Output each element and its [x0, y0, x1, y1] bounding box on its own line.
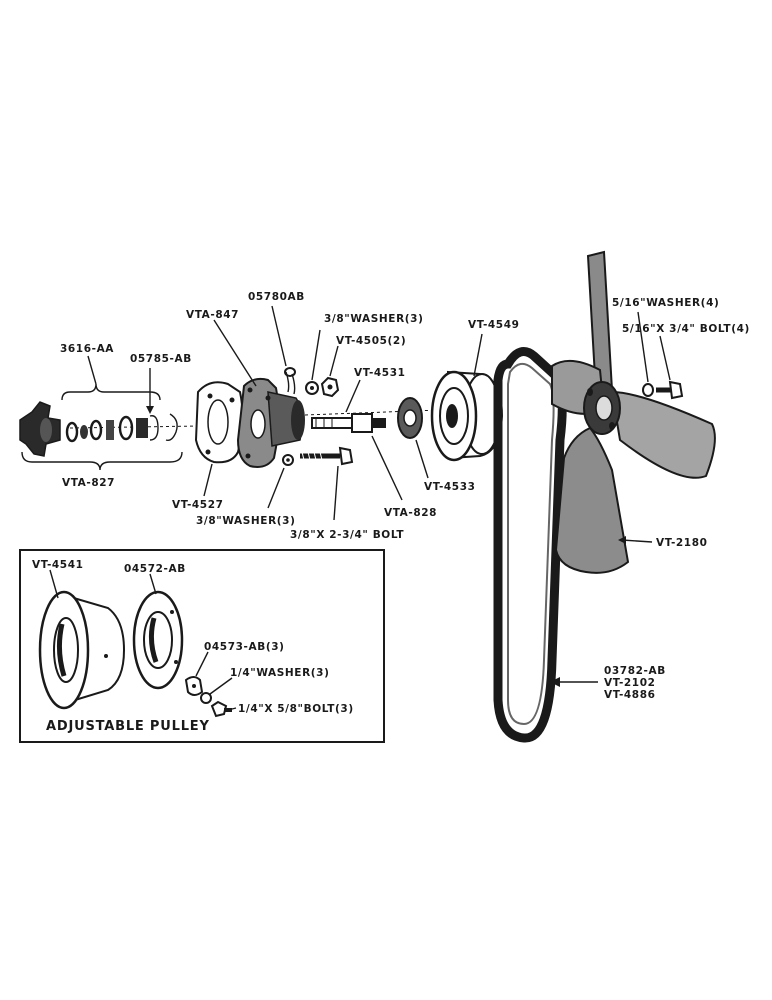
label-inset-clip: 04573-AB(3)	[204, 641, 285, 653]
label-fan: VT-2180	[656, 537, 708, 549]
inset-bolt	[210, 700, 232, 718]
leader-bolt-long	[333, 465, 339, 521]
leader-vt-4505	[329, 345, 339, 377]
label-spacer: VT-4533	[424, 481, 476, 493]
label-washer-upper: 3/8"WASHER(3)	[324, 313, 423, 325]
pulley-half-b	[132, 590, 184, 690]
shaft	[311, 413, 386, 433]
inset-clip	[184, 676, 204, 696]
leader-washer-upper	[311, 329, 321, 381]
inset-title: ADJUSTABLE PULLEY	[46, 719, 210, 734]
leader-pulley-half-a	[49, 569, 59, 599]
leader-fan-bolt	[659, 335, 671, 381]
label-bolt-long: 3/8"X 2-3/4" BOLT	[290, 529, 404, 541]
fan-blade-right	[610, 390, 716, 479]
leader-fan-washer	[637, 311, 649, 383]
label-inset-bolt: 1/4"X 5/8"BOLT(3)	[238, 703, 354, 715]
label-pulley: VT-4549	[468, 319, 520, 331]
label-fan-washer: 5/16"WASHER(4)	[612, 297, 719, 309]
support-bracket	[236, 377, 305, 468]
v-belt	[493, 347, 567, 743]
cotter-pin	[284, 367, 296, 395]
label-gasket: VT-4527	[172, 499, 224, 511]
axis-centerline-left	[69, 425, 201, 429]
bracket-hub-assembly	[21, 451, 183, 471]
label-retaining-ring: 05785-AB	[130, 353, 192, 365]
hub-casting	[19, 401, 61, 457]
gasket-plate	[194, 381, 244, 464]
leader-inset-washer	[209, 677, 233, 695]
nut	[320, 376, 340, 398]
hub-spacer	[106, 420, 114, 440]
fan-hub-bore	[595, 395, 613, 421]
fan	[551, 250, 716, 574]
bracket-hub-parts	[61, 383, 161, 401]
bearing-seal	[65, 421, 79, 443]
snap-ring-shape	[165, 413, 178, 442]
leader-3616-aa	[87, 355, 97, 385]
label-belt-1: 03782-AB	[604, 665, 666, 677]
arrow-belt	[550, 677, 560, 687]
bearing-cone	[80, 425, 88, 439]
axis-centerline-right	[304, 409, 441, 416]
hub-assembly-group	[19, 355, 183, 471]
label-hub-assembly: VTA-827	[62, 477, 115, 489]
pulley-half-a	[38, 590, 126, 710]
leader-vt-4527	[203, 463, 213, 497]
label-shaft-assembly: VTA-828	[384, 507, 437, 519]
label-pulley-half-a: VT-4541	[32, 559, 84, 571]
label-washer-lower: 3/8"WASHER(3)	[196, 515, 295, 527]
leader-05780ab	[271, 305, 287, 367]
leader-vt-4533	[415, 439, 429, 479]
leader-vt-4549	[473, 333, 483, 377]
retaining-ring-shape	[149, 415, 159, 441]
label-cotter-pin: 05780AB	[248, 291, 305, 303]
leader-washer-lower	[267, 467, 285, 509]
label-belt-3: VT-4886	[604, 689, 656, 701]
label-fan-bolt: 5/16"X 3/4" BOLT(4)	[622, 323, 750, 335]
arrow-05785-ab	[146, 406, 154, 414]
label-hub-parts: 3616-AA	[60, 343, 114, 355]
arrow-vt-2180	[618, 536, 626, 544]
label-inset-washer: 1/4"WASHER(3)	[230, 667, 329, 679]
fan-washer	[642, 383, 654, 397]
spacer	[397, 397, 423, 439]
pulley	[430, 370, 504, 462]
label-belt-2: VT-2102	[604, 677, 656, 689]
leader-inset-clip	[195, 651, 209, 677]
washer-lower	[282, 454, 294, 466]
adjustable-pulley-inset: VT-4541 04572-AB 04573-AB(3) 1/4"WASHER(…	[19, 549, 385, 743]
fan-bolt	[656, 380, 684, 400]
leader-inset-bolt	[227, 707, 237, 711]
label-support-bracket: VTA-847	[186, 309, 239, 321]
bearing-cone-outer	[136, 418, 148, 438]
inset-washer	[200, 692, 212, 704]
bearing-cup	[89, 419, 103, 441]
label-shaft: VT-4531	[354, 367, 406, 379]
leader-vta-847	[213, 319, 257, 387]
leader-vt-2180	[621, 539, 653, 543]
washer-upper	[305, 381, 319, 395]
leader-vta-828	[371, 435, 403, 501]
label-pulley-half-b: 04572-AB	[124, 563, 186, 575]
leader-pulley-half-b	[149, 573, 157, 595]
long-bolt	[300, 446, 354, 466]
bearing-cup-outer	[118, 415, 134, 441]
leader-vt-4531	[345, 379, 361, 413]
fan-blade-bottom	[554, 426, 630, 574]
label-nut: VT-4505(2)	[336, 335, 406, 347]
